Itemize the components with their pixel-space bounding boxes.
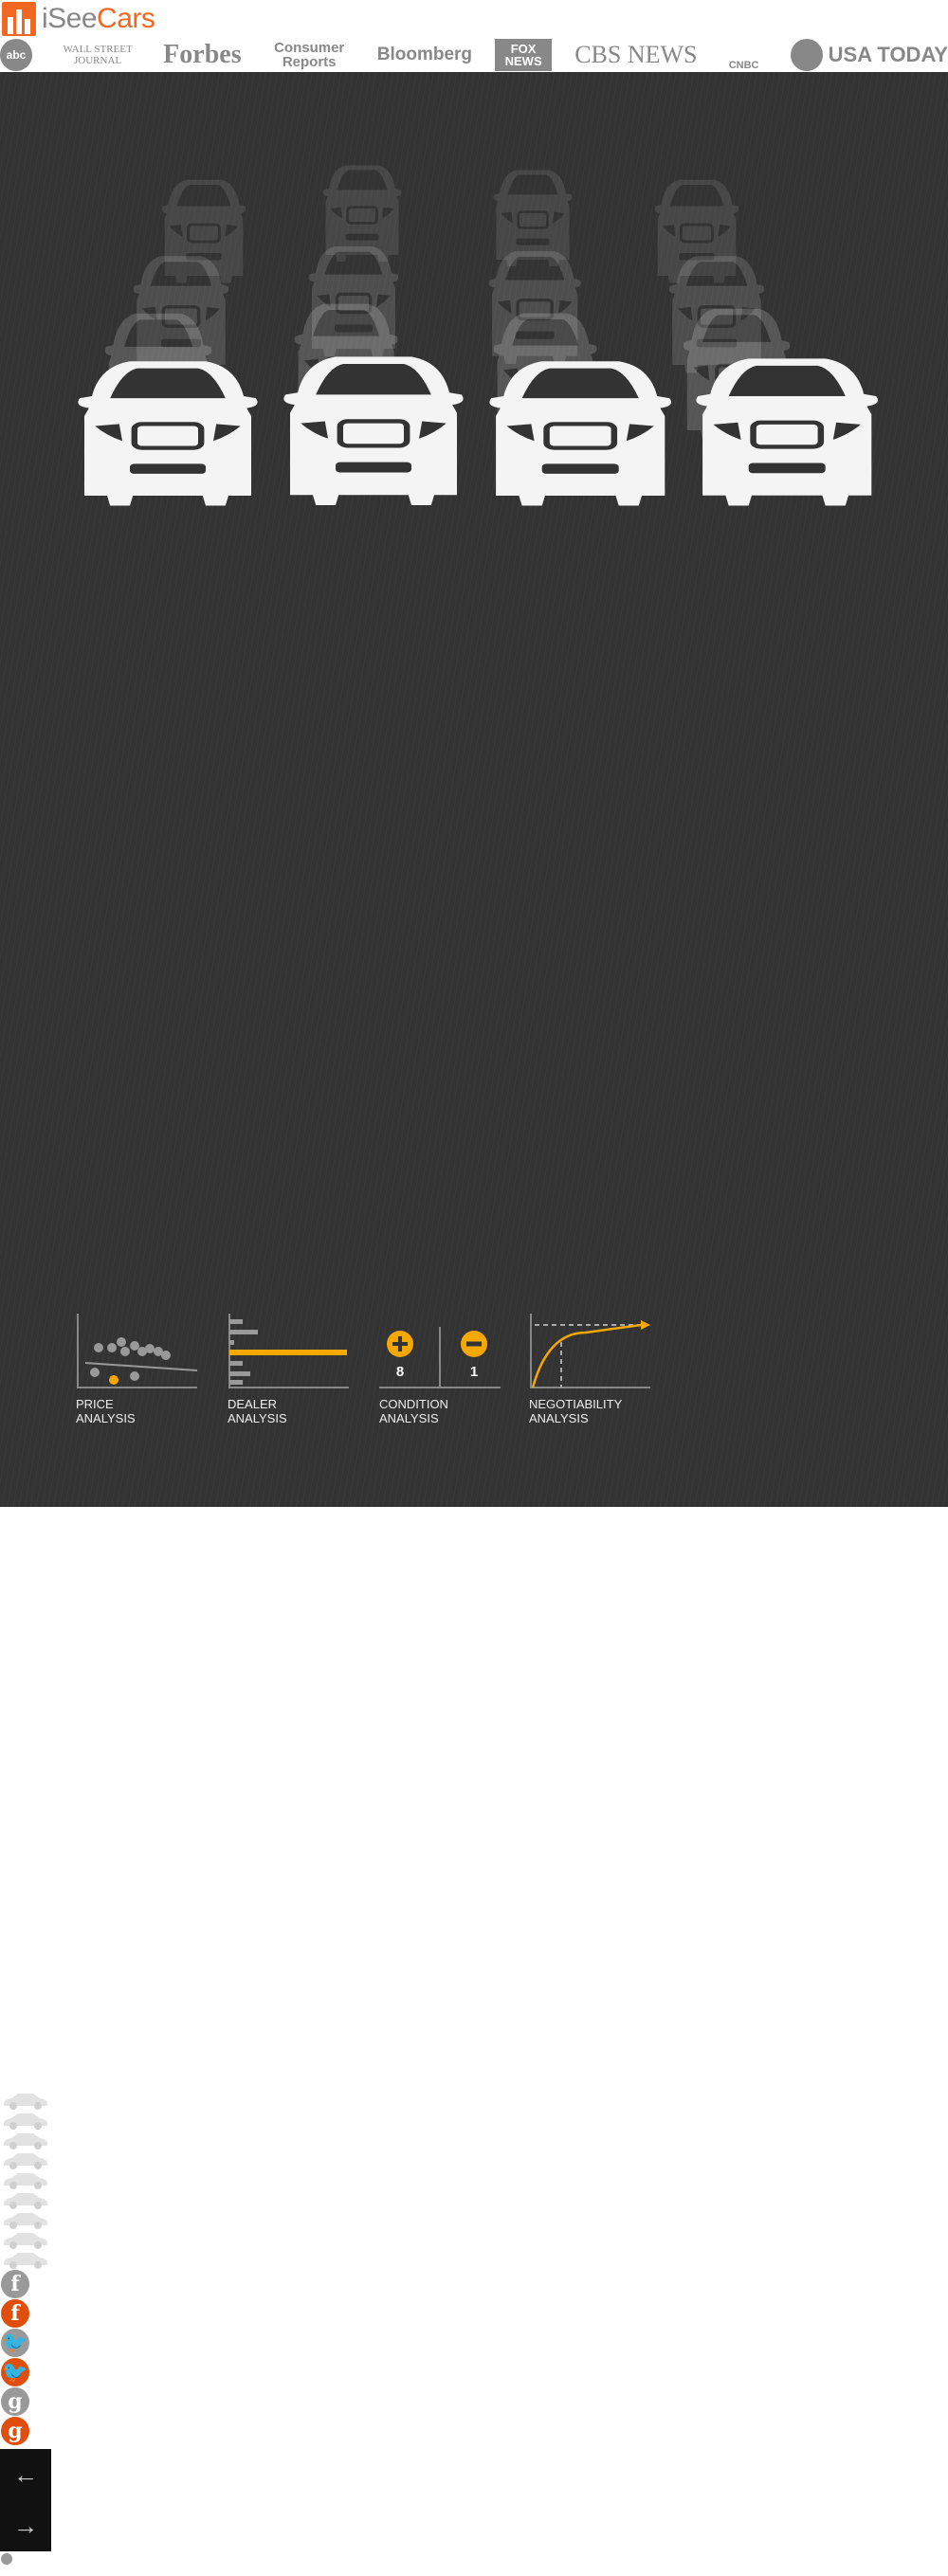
- brand-name: iSeeCars: [42, 3, 155, 34]
- label-line1: PRICE: [76, 1397, 114, 1411]
- car-type-convertible-icon[interactable]: [2, 2150, 49, 2169]
- press-wsj: WALL STREET JOURNAL: [63, 44, 133, 66]
- cons-count: 1: [470, 1364, 478, 1380]
- pros-cons-icon: 8 1: [379, 1327, 501, 1388]
- car-type-roadster-icon[interactable]: [2, 2170, 49, 2189]
- next-arrow-button[interactable]: →: [13, 2511, 38, 2540]
- curve-chart-icon: [530, 1314, 650, 1388]
- label-line2: ANALYSIS: [228, 1411, 287, 1425]
- press-consumer-reports: Consumer Reports: [274, 40, 345, 70]
- pros-count: 8: [396, 1364, 404, 1380]
- twitter-icon[interactable]: 🐦: [1, 2329, 29, 2357]
- car-type-sedan-long-icon[interactable]: [2, 2230, 49, 2249]
- car-type-hatchback-icon[interactable]: [2, 2190, 49, 2209]
- slide-navigation: ← →: [0, 2449, 51, 2551]
- label-line1: CONDITION: [379, 1397, 448, 1411]
- press-cbs-news: CBS NEWS: [574, 41, 698, 68]
- label-line1: DEALER: [228, 1397, 278, 1411]
- press-forbes: Forbes: [163, 40, 242, 69]
- car-type-coupe-icon[interactable]: [2, 2111, 49, 2130]
- press-cnbc: CNBC: [728, 60, 759, 71]
- press-bloomberg: Bloomberg: [376, 45, 473, 64]
- label-line2: ANALYSIS: [379, 1411, 439, 1425]
- front-row-cars: [78, 356, 878, 505]
- car-type-minivan-icon[interactable]: [2, 2131, 49, 2150]
- car-type-sedan-icon[interactable]: [2, 2091, 49, 2110]
- car-type-wagon-icon[interactable]: [2, 2210, 49, 2229]
- logo-icon: [2, 2, 36, 36]
- pagination-dot[interactable]: [1, 2553, 12, 2565]
- google-icon[interactable]: g: [1, 2387, 29, 2416]
- label-line2: ANALYSIS: [529, 1411, 589, 1425]
- twitter-icon[interactable]: 🐦: [1, 2358, 29, 2386]
- label-line1: NEGOTIABILITY: [529, 1397, 623, 1411]
- facebook-icon[interactable]: f: [1, 2270, 29, 2298]
- press-abc: abc: [0, 39, 32, 71]
- brand-logo[interactable]: iSeeCars: [2, 2, 155, 36]
- press-fox-news: FOX NEWS: [495, 39, 553, 71]
- car-lineup-illustration: [0, 164, 948, 603]
- scatter-chart-icon: [77, 1314, 198, 1388]
- label-line2: ANALYSIS: [76, 1411, 136, 1425]
- google-icon[interactable]: g: [1, 2417, 29, 2445]
- car-type-compact-icon[interactable]: [2, 2250, 49, 2269]
- prev-arrow-button[interactable]: ←: [13, 2459, 38, 2489]
- press-logos: abc WALL STREET JOURNAL Forbes Consumer …: [0, 38, 948, 72]
- facebook-icon[interactable]: f: [1, 2299, 29, 2328]
- bar-chart-icon: [228, 1314, 349, 1388]
- press-usa-today: USA TODAY: [790, 39, 948, 71]
